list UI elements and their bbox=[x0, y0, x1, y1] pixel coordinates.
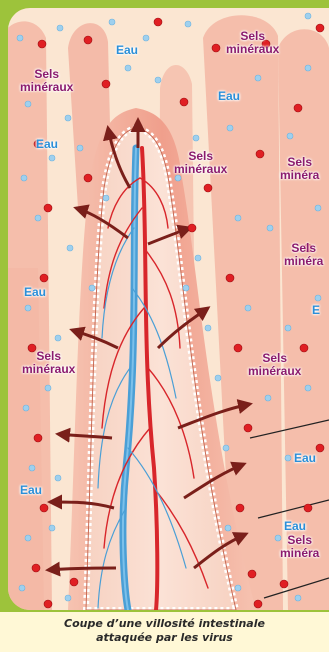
label-water: Eau bbox=[294, 452, 316, 465]
figure-caption: Coupe d’une villosité intestinale attaqu… bbox=[0, 612, 329, 652]
label-mineraux: minéra bbox=[280, 169, 319, 182]
label-mineraux: minéra bbox=[284, 255, 323, 268]
label-mineral-salts: Sels minéraux bbox=[20, 68, 73, 94]
label-water: Eau bbox=[116, 44, 138, 57]
label-mineral-salts: Sels minéra bbox=[280, 156, 319, 182]
label-mineral-salts: Sels minéraux bbox=[22, 350, 75, 376]
label-mineraux: minéra bbox=[280, 547, 319, 560]
label-water: Eau bbox=[20, 484, 42, 497]
label-water: Eau bbox=[218, 90, 240, 103]
label-mineraux: minéraux bbox=[174, 163, 227, 176]
label-mineral-salts: Sels minéraux bbox=[226, 30, 279, 56]
label-water: E bbox=[312, 304, 320, 317]
label-water: Eau bbox=[24, 286, 46, 299]
caption-line-1: Coupe d’une villosité intestinale bbox=[0, 617, 329, 631]
label-mineraux: minéraux bbox=[20, 81, 73, 94]
label-mineral-salts: Sels minéraux bbox=[248, 352, 301, 378]
villus-diagram bbox=[8, 8, 329, 610]
caption-line-2: attaquée par les virus bbox=[0, 631, 329, 645]
label-mineral-salts: Sels minéra bbox=[280, 534, 319, 560]
label-water: Eau bbox=[36, 138, 58, 151]
label-mineraux: minéraux bbox=[226, 43, 279, 56]
label-mineraux: minéraux bbox=[22, 363, 75, 376]
label-mineraux: minéraux bbox=[248, 365, 301, 378]
villus-illustration: Eau Sels minéraux Sels minéraux Eau Eau … bbox=[8, 8, 329, 610]
label-water: Eau bbox=[284, 520, 306, 533]
label-mineral-salts: Sels minéraux bbox=[174, 150, 227, 176]
label-mineral-salts: Sels minéra bbox=[284, 242, 323, 268]
